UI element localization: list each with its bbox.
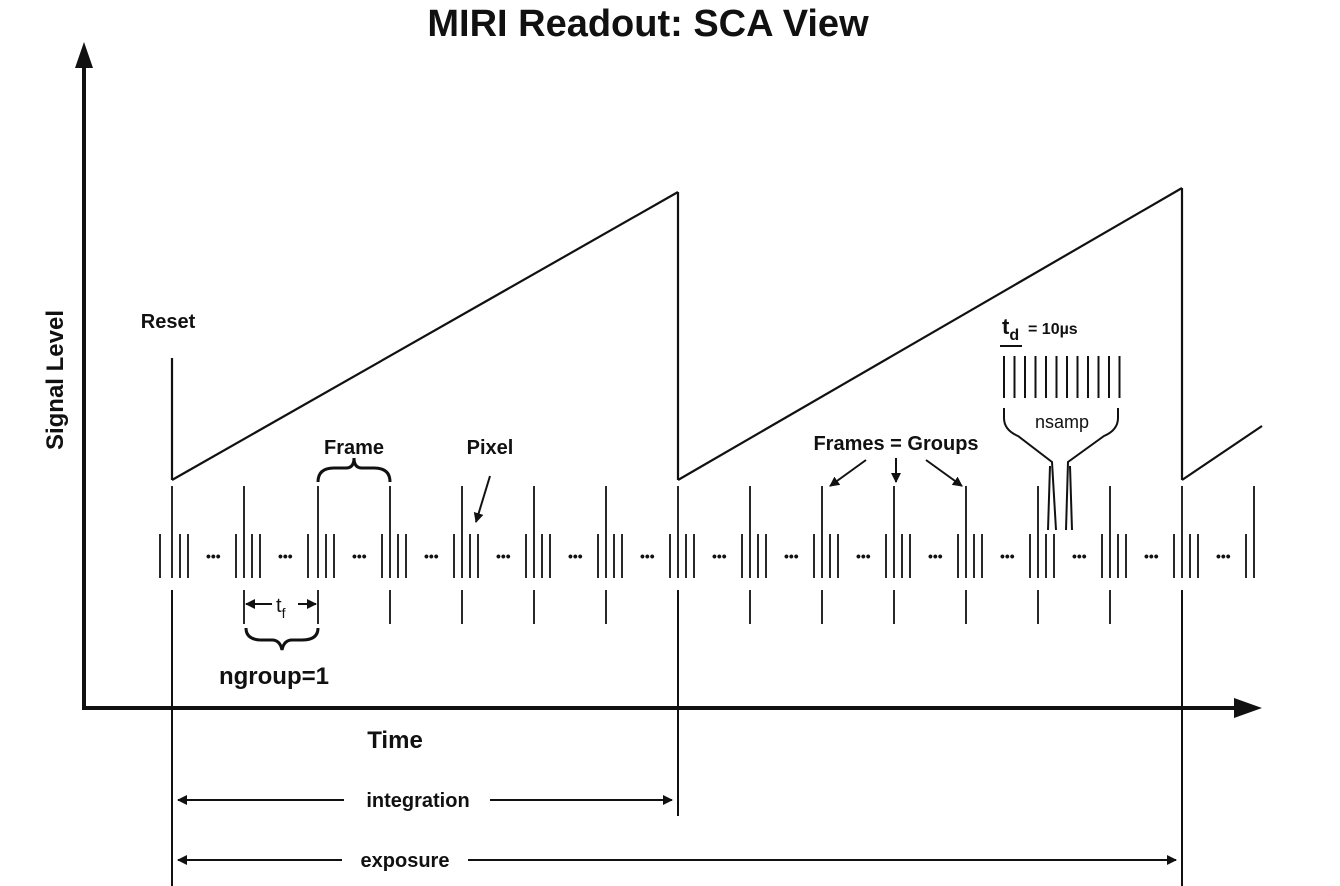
td-value: = 10µs [1028, 321, 1078, 338]
ellipsis: ••• [1216, 548, 1231, 564]
x-axis-label: Time [367, 727, 423, 754]
td-symbol: td [1002, 314, 1019, 344]
ellipsis: ••• [352, 548, 367, 564]
frames-groups-label: Frames = Groups [813, 433, 978, 455]
axes [82, 62, 1240, 710]
signal-ramp [170, 187, 1263, 481]
pixel-label: Pixel [467, 437, 514, 459]
ellipsis: ••• [278, 548, 293, 564]
ellipsis: ••• [568, 548, 583, 564]
time-spans [171, 590, 1183, 886]
ngroup-label: ngroup=1 [219, 663, 329, 690]
ngroup-brace [244, 627, 320, 651]
diagram-title: MIRI Readout: SCA View [427, 3, 869, 45]
y-axis-label: Signal Level [42, 310, 69, 450]
ellipsis: ••• [1000, 548, 1015, 564]
tf-label: tf [276, 595, 286, 621]
ellipsis: ••• [640, 548, 655, 564]
y-axis-arrowhead [75, 42, 93, 68]
frame-label: Frame [324, 437, 384, 459]
ellipsis: ••• [928, 548, 943, 564]
nsamp-label: nsamp [1035, 412, 1089, 432]
nsamp-ticks [1003, 356, 1121, 398]
ellipsis-group: ••• ••• ••• ••• ••• ••• ••• ••• ••• ••• ••• ••• ••• •… [206, 548, 1231, 564]
ellipsis: ••• [496, 548, 511, 564]
ellipsis: ••• [206, 548, 221, 564]
readout-ticks [159, 486, 1255, 624]
ellipsis: ••• [1144, 548, 1159, 564]
ellipsis: ••• [784, 548, 799, 564]
reset-label: Reset [141, 311, 196, 333]
ellipsis: ••• [856, 548, 871, 564]
ramp-2 [677, 187, 1183, 481]
x-axis-arrowhead [1234, 698, 1262, 718]
exposure-label: exposure [361, 850, 450, 872]
nsamp-bracket [1003, 408, 1119, 531]
frame-brace [316, 457, 392, 483]
pixel-arrow [473, 475, 491, 523]
ellipsis: ••• [1072, 548, 1087, 564]
integration-label: integration [366, 790, 469, 812]
ramp-1 [171, 191, 679, 481]
ellipsis: ••• [712, 548, 727, 564]
frames-groups-arrows [829, 458, 963, 487]
ellipsis: ••• [424, 548, 439, 564]
ramp-3 [1181, 425, 1263, 481]
